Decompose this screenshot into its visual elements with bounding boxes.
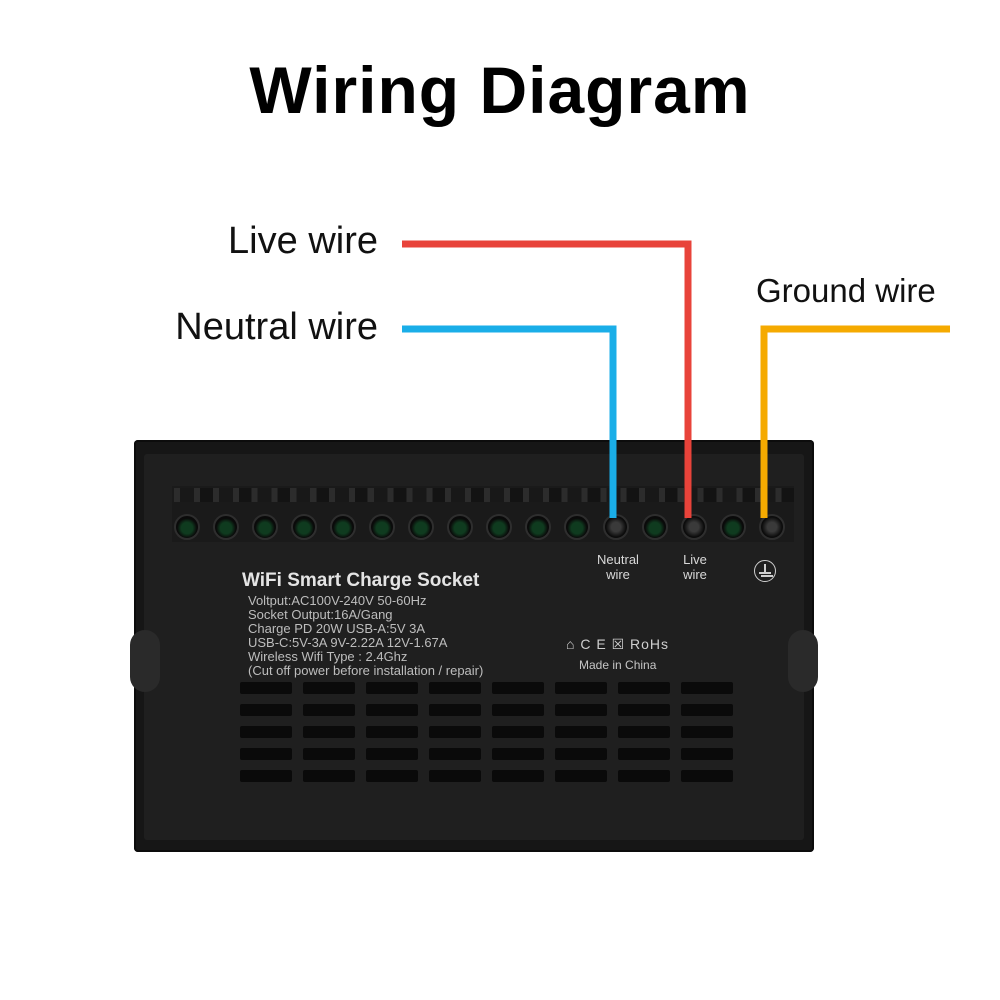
vent-slot xyxy=(681,682,733,694)
spec-line: Socket Output:16A/Gang xyxy=(248,607,393,622)
vent-slot xyxy=(555,704,607,716)
spec-line: USB-C:5V-3A 9V-2.22A 12V-1.67A xyxy=(248,635,448,650)
vent-slot xyxy=(429,704,481,716)
vent-slot xyxy=(429,748,481,760)
spec-line: Voltput:AC100V-240V 50-60Hz xyxy=(248,593,427,608)
earth-ground-icon xyxy=(754,560,776,582)
terminal-hole xyxy=(330,514,356,540)
vent-slot xyxy=(429,726,481,738)
terminal-hole xyxy=(525,514,551,540)
vent-slot xyxy=(681,726,733,738)
vent-slot xyxy=(555,748,607,760)
neutral-terminal-label: Neutral wire xyxy=(597,552,639,582)
vent-slot xyxy=(240,704,292,716)
made-in-label: Made in China xyxy=(579,658,657,672)
terminal-hole xyxy=(603,514,629,540)
ground-wire-label: Ground wire xyxy=(756,272,936,309)
vent-slot xyxy=(366,748,418,760)
terminal-hole xyxy=(759,514,785,540)
terminal-hole xyxy=(252,514,278,540)
product-name: WiFi Smart Charge Socket xyxy=(242,570,480,591)
terminal-hole xyxy=(213,514,239,540)
vent-slot xyxy=(492,770,544,782)
vent-slot xyxy=(618,770,670,782)
vent-slot xyxy=(618,726,670,738)
terminal-hole xyxy=(408,514,434,540)
vent-slot xyxy=(681,748,733,760)
certification-marks: ⌂ C E ☒ RoHs xyxy=(566,636,670,652)
vent-slot xyxy=(555,726,607,738)
vent-slot xyxy=(303,704,355,716)
vent-slot xyxy=(303,682,355,694)
terminal-hole xyxy=(486,514,512,540)
terminal-hole xyxy=(642,514,668,540)
spec-line: (Cut off power before installation / rep… xyxy=(248,663,484,678)
right-mounting-notch xyxy=(788,630,818,692)
vent-slot xyxy=(429,682,481,694)
vent-slot xyxy=(366,704,418,716)
vent-slot xyxy=(618,748,670,760)
vent-slot xyxy=(240,770,292,782)
terminal-hole xyxy=(369,514,395,540)
spec-line: Charge PD 20W USB-A:5V 3A xyxy=(248,621,426,636)
terminal-hole xyxy=(174,514,200,540)
vent-slot xyxy=(618,682,670,694)
live-terminal-label: Live wire xyxy=(683,552,707,582)
vent-slot xyxy=(492,682,544,694)
vent-slot xyxy=(240,682,292,694)
vent-slot xyxy=(681,704,733,716)
vent-slot xyxy=(366,726,418,738)
socket-back-panel: Neutral wire Live wire WiFi Smart Charge… xyxy=(130,440,818,852)
terminal-hole xyxy=(447,514,473,540)
neutral-wire-label: Neutral wire xyxy=(175,306,378,348)
vent-slot xyxy=(555,770,607,782)
page-title: Wiring Diagram xyxy=(249,53,751,127)
panel-body: Neutral wire Live wire WiFi Smart Charge… xyxy=(130,454,818,840)
live-wire-label: Live wire xyxy=(228,220,378,262)
vent-slot xyxy=(366,682,418,694)
vent-slot xyxy=(555,682,607,694)
vent-slot xyxy=(240,748,292,760)
terminal-hole xyxy=(291,514,317,540)
terminal-screw-heads xyxy=(174,488,794,502)
vent-slot xyxy=(492,704,544,716)
vent-slot xyxy=(492,726,544,738)
vent-slot xyxy=(366,770,418,782)
vent-slot xyxy=(303,726,355,738)
left-mounting-notch xyxy=(130,630,160,692)
vent-slot xyxy=(429,770,481,782)
vent-slot xyxy=(303,770,355,782)
vent-slot xyxy=(681,770,733,782)
vent-slot xyxy=(618,704,670,716)
vent-slot xyxy=(240,726,292,738)
terminal-hole xyxy=(720,514,746,540)
spec-line: Wireless Wifi Type : 2.4Ghz xyxy=(248,649,408,664)
vent-slot xyxy=(303,748,355,760)
terminal-hole xyxy=(564,514,590,540)
terminal-hole xyxy=(681,514,707,540)
vent-slot xyxy=(492,748,544,760)
